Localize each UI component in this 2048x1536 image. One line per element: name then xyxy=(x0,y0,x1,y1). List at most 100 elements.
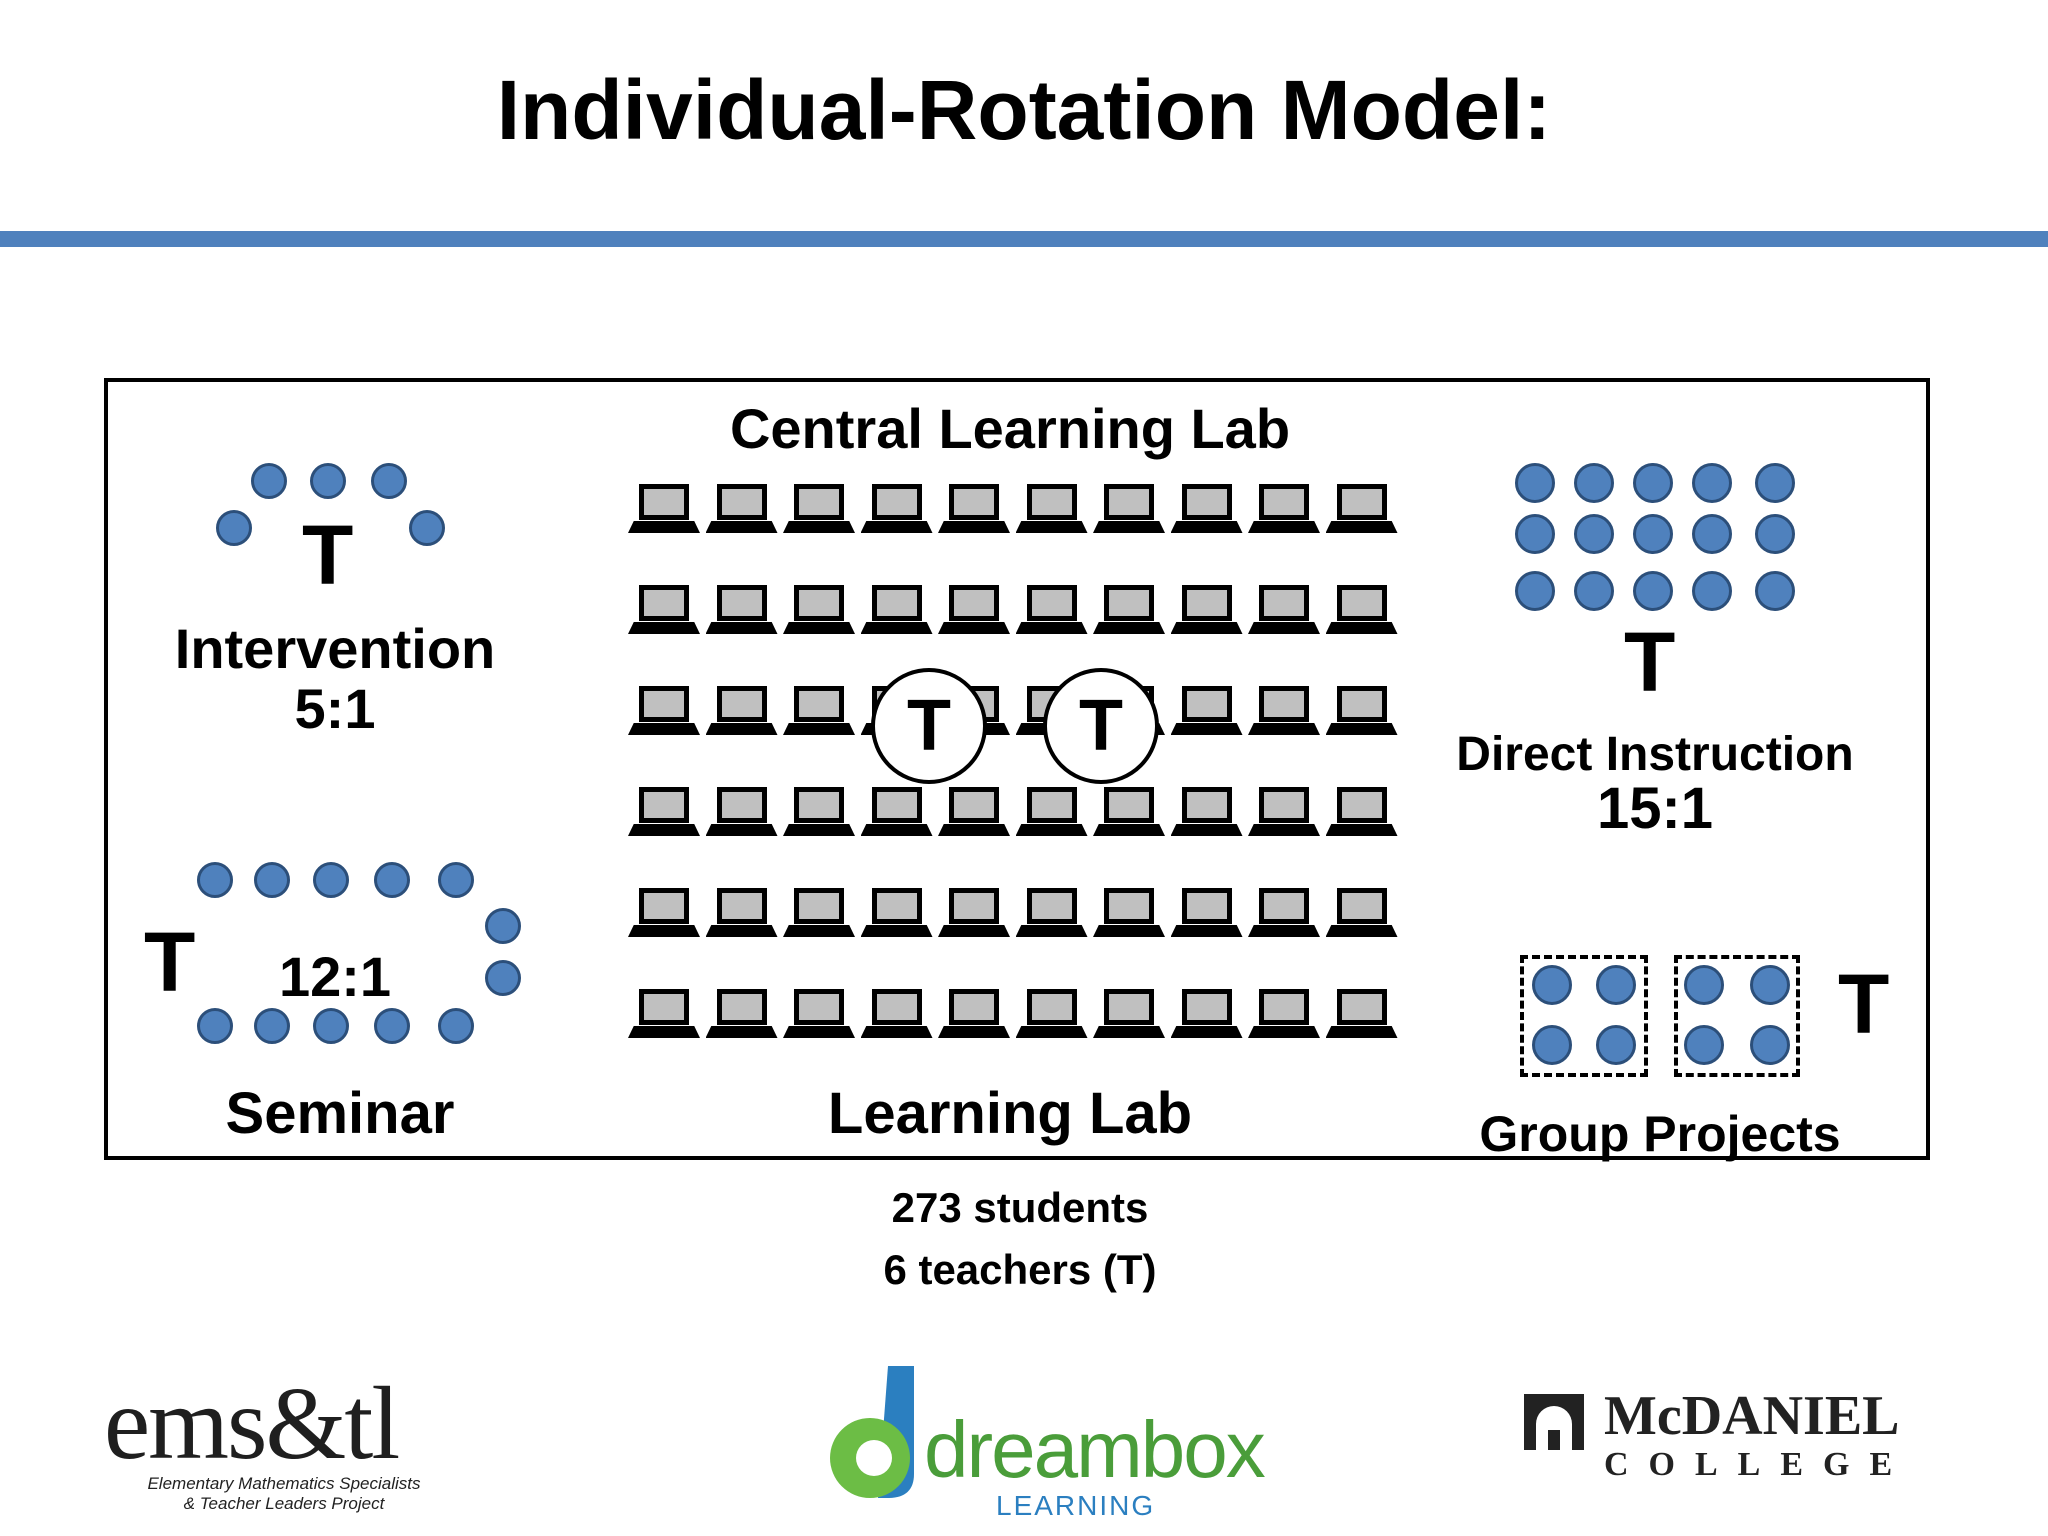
student-dot xyxy=(409,510,445,546)
laptop-icon xyxy=(860,989,933,1039)
laptop-icon xyxy=(705,787,778,837)
emstl-logo: ems&tl Elementary Mathematics Specialist… xyxy=(104,1372,484,1522)
student-dot xyxy=(197,862,233,898)
laptop-icon xyxy=(628,686,700,736)
student-dot xyxy=(1532,1025,1572,1065)
student-dot xyxy=(1750,1025,1790,1065)
mcdaniel-seal-icon xyxy=(1524,1394,1584,1450)
laptop-icon xyxy=(1248,686,1320,736)
seminar-label: Seminar xyxy=(225,1081,455,1146)
laptop-icon xyxy=(1093,787,1165,837)
laptop-icon xyxy=(1325,888,1398,938)
student-dot xyxy=(1574,514,1614,554)
laptop-icon xyxy=(1248,888,1320,938)
laptop-icon xyxy=(1170,484,1243,534)
central-lab-label: Central Learning Lab xyxy=(729,397,1291,460)
mcdaniel-wordmark: McDANIEL xyxy=(1604,1385,1900,1447)
student-dot xyxy=(1755,463,1795,503)
laptop-icon xyxy=(1170,787,1243,837)
direct-instruction-label: Direct Instruction xyxy=(1456,728,1854,781)
laptop-icon xyxy=(1170,585,1243,635)
intervention-ratio: 5:1 xyxy=(294,677,376,740)
laptop-icon xyxy=(1325,484,1398,534)
group-projects-label: Group Projects xyxy=(1479,1106,1841,1162)
student-dot xyxy=(374,1008,410,1044)
student-dot xyxy=(374,862,410,898)
student-dot xyxy=(313,1008,349,1044)
laptop-icon xyxy=(628,585,700,635)
group-table xyxy=(1674,955,1800,1077)
student-dot xyxy=(313,862,349,898)
laptop-icon xyxy=(705,686,778,736)
student-dot xyxy=(438,1008,474,1044)
student-dot xyxy=(1692,571,1732,611)
mcdaniel-logo: McDANIEL COLLEGE xyxy=(1520,1385,1900,1510)
student-dot xyxy=(1692,514,1732,554)
page-title: Individual-Rotation Model: xyxy=(496,63,1552,157)
student-dot xyxy=(1750,965,1790,1005)
classroom-floorplan xyxy=(104,378,1930,1160)
laptop-icon xyxy=(1015,484,1088,534)
laptop-icon xyxy=(938,484,1010,534)
emstl-logo-wordmark: ems&tl xyxy=(104,1366,400,1481)
teacher-marker: T xyxy=(1838,957,1890,1051)
laptop-icon xyxy=(1015,989,1088,1039)
laptop-icon xyxy=(860,888,933,938)
student-dot xyxy=(254,1008,290,1044)
laptop-icon xyxy=(938,585,1010,635)
student-dot xyxy=(1515,571,1555,611)
dreambox-logo: dreambox LEARNING xyxy=(818,1362,1266,1522)
laptop-icon xyxy=(1170,989,1243,1039)
laptop-icon xyxy=(628,484,700,534)
laptop-icon xyxy=(705,585,778,635)
laptop-icon xyxy=(1248,585,1320,635)
laptop-icon xyxy=(1325,787,1398,837)
laptop-icon xyxy=(783,686,855,736)
emstl-logo-line1: Elementary Mathematics Specialists xyxy=(147,1474,421,1493)
teacher-marker: T xyxy=(1624,615,1676,709)
student-dot xyxy=(310,463,346,499)
student-dot xyxy=(197,1008,233,1044)
emstl-logo-line2: & Teacher Leaders Project xyxy=(183,1494,385,1513)
laptop-icon xyxy=(1170,888,1243,938)
laptop-icon xyxy=(860,484,933,534)
student-dot xyxy=(1633,514,1673,554)
laptop-icon xyxy=(628,787,700,837)
laptop-icon xyxy=(1015,787,1088,837)
laptop-icon xyxy=(783,989,855,1039)
laptop-icon xyxy=(705,989,778,1039)
laptop-icon xyxy=(783,888,855,938)
student-dot xyxy=(251,463,287,499)
student-dot xyxy=(1633,571,1673,611)
laptop-icon xyxy=(783,787,855,837)
laptop-icon xyxy=(628,888,700,938)
title-divider xyxy=(0,231,2048,247)
mcdaniel-sub: COLLEGE xyxy=(1604,1446,1913,1483)
laptop-icon xyxy=(860,585,933,635)
dreambox-sub: LEARNING xyxy=(996,1490,1156,1521)
laptop-icon xyxy=(1093,888,1165,938)
student-dot xyxy=(1515,463,1555,503)
student-dot xyxy=(485,960,521,996)
student-dot xyxy=(371,463,407,499)
student-dot xyxy=(254,862,290,898)
laptop-icon xyxy=(783,585,855,635)
laptop-icon xyxy=(1325,989,1398,1039)
laptop-icon xyxy=(1248,787,1320,837)
student-dot xyxy=(1515,514,1555,554)
laptop-icon xyxy=(1325,686,1398,736)
student-dot xyxy=(1684,1025,1724,1065)
student-dot xyxy=(1596,1025,1636,1065)
laptop-icon xyxy=(1248,989,1320,1039)
teacher-marker: T xyxy=(144,915,196,1009)
direct-instruction-ratio: 15:1 xyxy=(1596,776,1714,841)
laptop-icon xyxy=(1170,686,1243,736)
laptop-icon xyxy=(705,888,778,938)
intervention-label: Intervention xyxy=(174,617,496,680)
student-dot xyxy=(216,510,252,546)
laptop-icon xyxy=(938,888,1010,938)
laptop-icon xyxy=(860,787,933,837)
student-dot xyxy=(438,862,474,898)
student-dot xyxy=(485,908,521,944)
student-dot xyxy=(1755,571,1795,611)
